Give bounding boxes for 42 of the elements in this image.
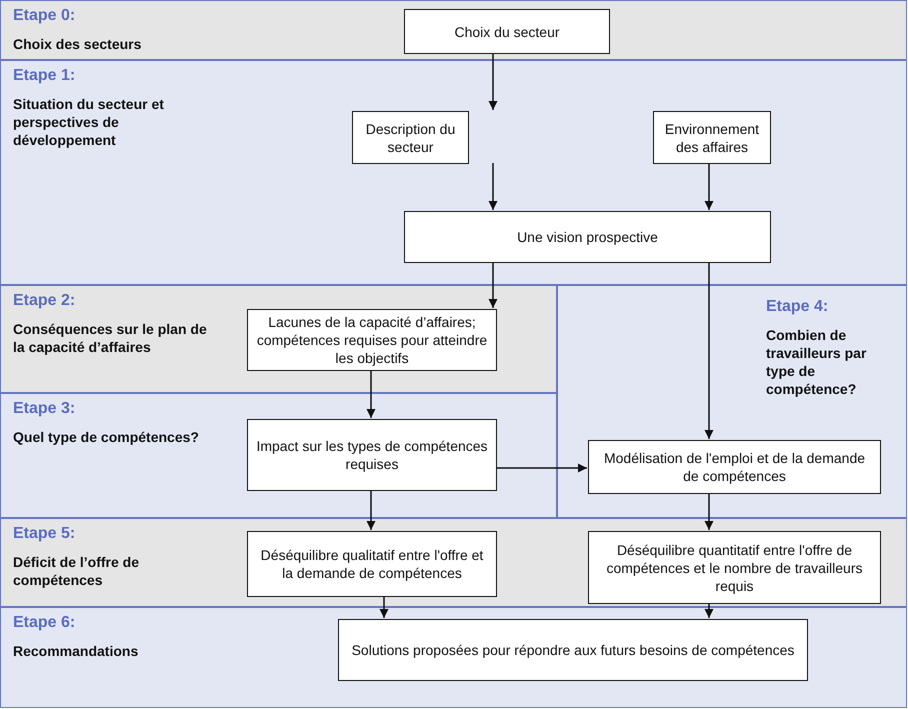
process-box: Description du secteur (352, 111, 469, 164)
process-box: Impact sur les types de compétences requises (247, 419, 497, 491)
stage-heading: Etape 3: (13, 400, 76, 418)
process-box: Une vision prospective (404, 211, 771, 263)
process-box: Déséquilibre quantitatif entre l'offre de compétences et le nombre de travailleurs requis (588, 531, 881, 604)
process-box: Lacunes de la capacité d’affaires; compétences requises pour atteindre les objectifs (247, 309, 497, 371)
stage-title: Conséquences sur le plan de la capacité d’affaires (13, 320, 208, 356)
stage-band (0, 393, 557, 518)
stage-heading: Etape 2: (13, 292, 76, 310)
stage-heading: Etape 1: (13, 67, 76, 85)
stage-title: Recommandations (13, 642, 140, 660)
stage-title: Choix des secteurs (13, 35, 142, 53)
arrow (704, 603, 714, 618)
stage-band (0, 60, 907, 285)
stage-heading: Etape 0: (13, 7, 76, 25)
arrow (704, 493, 714, 530)
stage-title: Situation du secteur et perspectives de développement (13, 95, 165, 149)
process-box: Déséquilibre qualitatif entre l'offre et la demande de compétences (247, 531, 497, 597)
stage-title: Quel type de compétences? (13, 428, 200, 446)
process-box: Solutions proposées pour répondre aux futurs besoins de compétences (338, 619, 808, 681)
arrow (496, 464, 587, 472)
process-box: Modélisation de l'emploi et de la demande de compétences (588, 440, 881, 494)
process-box: Environnement des affaires (653, 111, 771, 164)
arrow (366, 370, 376, 418)
arrow (704, 163, 714, 210)
stage-band (0, 285, 557, 393)
stage-band (0, 0, 907, 60)
stage-title: Combien de travailleurs par type de compétence? (766, 326, 868, 398)
stage-band (0, 607, 907, 708)
stage-heading: Etape 5: (13, 525, 76, 543)
stage-heading: Etape 4: (766, 298, 828, 316)
stage-heading: Etape 6: (13, 614, 76, 632)
stage-band (0, 518, 907, 607)
process-box: Choix du secteur (404, 9, 610, 54)
arrow (380, 596, 388, 618)
arrow (488, 262, 498, 308)
arrow (366, 490, 376, 530)
arrow (488, 163, 498, 210)
stage-band (557, 285, 907, 518)
arrow (704, 262, 714, 439)
arrow (488, 53, 498, 110)
stage-title: Déficit de l’offre de compétences (13, 553, 140, 589)
